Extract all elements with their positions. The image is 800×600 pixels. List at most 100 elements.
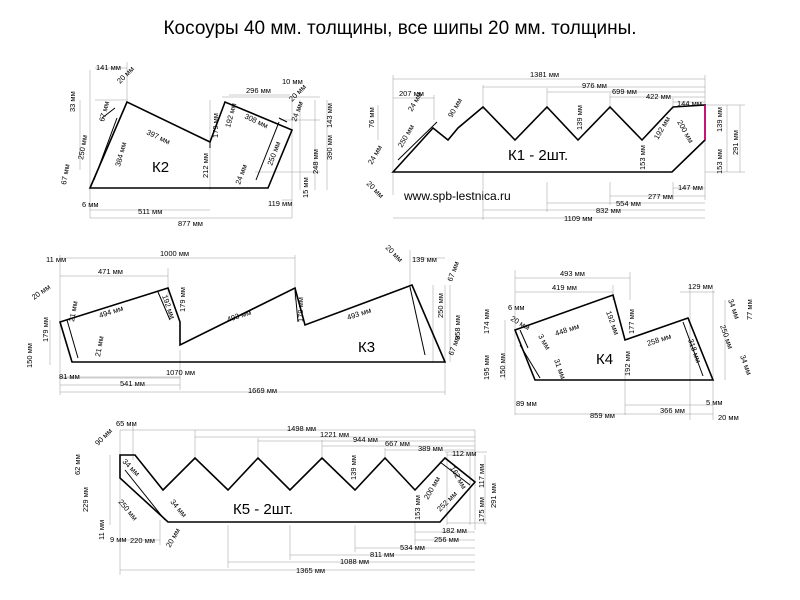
k2-extension-lines xyxy=(89,62,320,218)
dimension-label: 177 мм xyxy=(627,309,636,334)
k5-tenon-left xyxy=(124,469,166,521)
dimension-label: 229 мм xyxy=(81,487,90,512)
dimension-label: 90 мм xyxy=(446,97,464,119)
dimension-label: 67 мм xyxy=(446,334,462,357)
dimension-label: 20 мм xyxy=(365,179,386,200)
dimension-label: 77 мм xyxy=(745,299,754,320)
dimension-label: 153 мм xyxy=(638,145,647,170)
dimension-label: 811 мм xyxy=(370,550,394,559)
dimension-label: 192 мм xyxy=(652,115,672,141)
dimension-label: 944 мм xyxy=(353,435,378,444)
dimension-label: 207 мм xyxy=(399,89,424,98)
dimension-label: 6 мм xyxy=(82,200,99,209)
dimension-label: 419 мм xyxy=(552,283,577,292)
dimension-label: 832 мм xyxy=(596,206,621,215)
dimension-label: 141 мм xyxy=(96,63,121,72)
dimension-label: 1365 мм xyxy=(296,566,325,575)
k2-dimension-lines xyxy=(79,67,328,219)
dimension-label: 150 мм xyxy=(25,343,34,368)
dimension-label: 397 мм xyxy=(145,128,171,147)
k5-tenon-right xyxy=(439,461,471,486)
dimension-label: 20 мм xyxy=(509,314,531,332)
part-k2 xyxy=(79,62,328,219)
dimension-label: 62 мм xyxy=(73,454,82,475)
dimension-label: 139 мм xyxy=(575,105,584,130)
k4-tenon-left xyxy=(519,329,541,379)
dimension-label: 212 мм xyxy=(201,153,210,178)
website-link[interactable]: www.spb-lestnica.ru xyxy=(404,189,511,203)
dimension-label: 89 мм xyxy=(516,399,537,408)
dimension-label: 65 мм xyxy=(116,419,137,428)
dimension-label: 10 мм xyxy=(282,77,303,86)
k4-extension-lines xyxy=(514,270,714,420)
dimension-label: 34 мм xyxy=(726,298,742,321)
k3-tenon-right xyxy=(409,286,426,356)
dimension-label: 1109 мм xyxy=(564,214,593,223)
dimension-label: 1381 мм xyxy=(530,70,559,79)
k1-label: К1 - 2шт. xyxy=(508,147,568,164)
dimension-label: 9 мм xyxy=(110,535,127,544)
dimension-label: 139 мм xyxy=(349,455,358,480)
dimension-label: 976 мм xyxy=(582,81,607,90)
dimension-label: 182 мм xyxy=(442,526,467,535)
dimension-label: 21 мм xyxy=(93,335,105,357)
k3-tenon-left xyxy=(59,319,79,363)
dimension-label: 448 мм xyxy=(554,322,580,338)
dimension-label: 248 мм xyxy=(311,149,320,174)
dimension-label: 1088 мм xyxy=(340,557,369,566)
dimension-label: 175 мм xyxy=(477,497,486,522)
dimension-label: 493 мм xyxy=(226,308,252,324)
dimension-label: 139 мм xyxy=(412,255,437,264)
dimension-label: 1000 мм xyxy=(160,249,189,258)
k3-label: К3 xyxy=(358,339,375,356)
dimension-label: 31 мм xyxy=(552,358,568,381)
k5-dimension-lines xyxy=(109,429,486,571)
dimension-label: 1221 мм xyxy=(320,430,349,439)
k4-label: К4 xyxy=(596,351,613,368)
dimension-label: 1498 мм xyxy=(287,424,316,433)
dimension-label: 21 мм xyxy=(67,300,79,322)
k5-extension-lines xyxy=(119,425,487,575)
k2-tenon-right xyxy=(255,117,288,181)
dimension-label: 471 мм xyxy=(98,267,123,276)
dimension-label: 34 мм xyxy=(168,498,188,520)
dimension-label: 20 мм xyxy=(30,282,52,301)
k3-notch-2 xyxy=(294,289,299,323)
dimension-label: 90 мм xyxy=(93,426,114,447)
dimension-label: 117 мм xyxy=(477,464,486,488)
dimension-label: 67 мм xyxy=(59,163,71,185)
dimension-label: 67 мм xyxy=(97,100,111,122)
dimension-label: 11 мм xyxy=(46,255,66,264)
dimension-label: 81 мм xyxy=(59,372,80,381)
dimension-label: 20 мм xyxy=(164,527,182,549)
k2-outline xyxy=(88,100,294,189)
dimension-label: 67 мм xyxy=(445,260,461,283)
dimension-label: 494 мм xyxy=(98,304,124,320)
dimension-label: 877 мм xyxy=(178,219,203,228)
dimension-label: 119 мм xyxy=(268,199,292,208)
dimension-label: 112 мм xyxy=(452,449,476,458)
k5-dimension-texts: 65 мм 1498 мм 1221 мм 944 мм 667 мм 389 … xyxy=(73,419,498,575)
dimension-label: 76 мм xyxy=(367,107,376,128)
dimension-label: 6 мм xyxy=(508,303,525,312)
k2-tenon-left xyxy=(93,107,118,181)
dimension-label: 554 мм xyxy=(616,199,641,208)
part-k1 xyxy=(377,75,745,220)
k3-outline xyxy=(59,283,447,363)
k5-outline xyxy=(119,454,477,523)
dimension-label: 256 мм xyxy=(434,535,459,544)
k3-dimension-lines xyxy=(49,257,451,393)
dimension-label: 667 мм xyxy=(385,439,410,448)
dimension-label: 174 мм xyxy=(482,309,491,334)
dimension-label: 195 мм xyxy=(482,355,491,380)
dimension-label: 179 мм xyxy=(178,287,187,312)
dimension-label: 511 мм xyxy=(138,207,162,216)
dimension-label: 179 мм xyxy=(296,297,305,322)
dimension-label: 250 мм xyxy=(265,140,282,166)
dimension-label: 153 мм xyxy=(715,149,724,174)
k4-tenon-right xyxy=(682,321,704,377)
dimension-label: 859 мм xyxy=(590,411,615,420)
dimension-label: 34 мм xyxy=(738,354,754,377)
sheet-title: Косоуры 40 мм. толщины, все шипы 20 мм. … xyxy=(163,18,637,39)
